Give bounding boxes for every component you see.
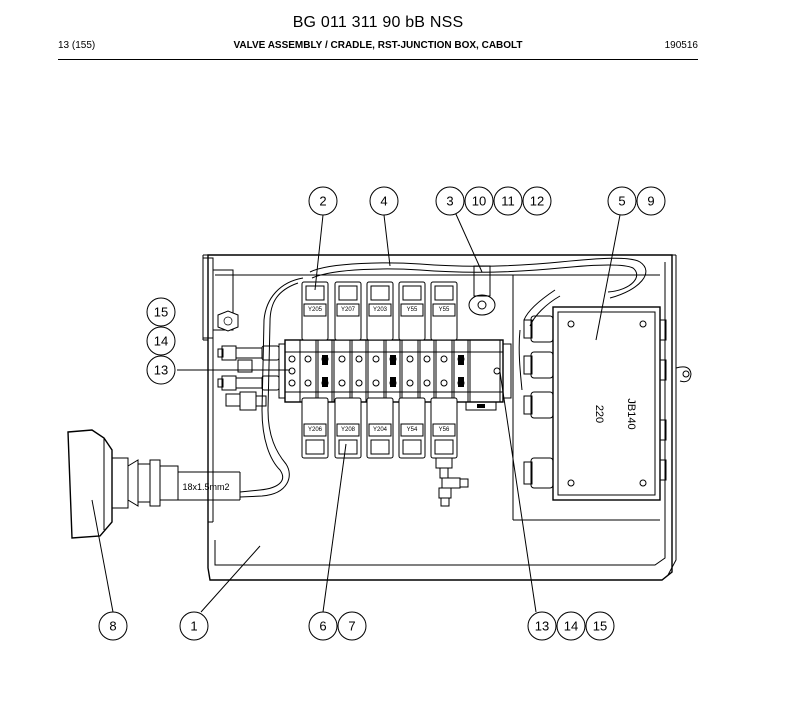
callout-12: 12 (522, 186, 552, 216)
valve-label: Y205 (308, 307, 323, 313)
hose-clamp (468, 265, 496, 316)
jb-label: JB140 (625, 398, 637, 429)
header-row: 13 (155) VALVE ASSEMBLY / CRADLE, RST-JU… (58, 40, 698, 56)
svg-text:7: 7 (348, 619, 355, 634)
callout-4: 4 (369, 186, 399, 216)
mounting-bolt (202, 257, 239, 339)
svg-text:10: 10 (472, 194, 486, 209)
jb-sub-label: 220 (593, 405, 605, 423)
leader-lines (91, 211, 621, 613)
solenoid-coils-top: Y205 Y207 Y203 Y55 Y55 (301, 281, 458, 341)
svg-text:8: 8 (109, 619, 116, 634)
document-code: 190516 (664, 40, 698, 51)
callout-14-bottom: 14 (556, 611, 586, 641)
svg-text:9: 9 (647, 194, 654, 209)
callout-14-left: 14 (146, 326, 176, 356)
callout-1: 1 (179, 611, 209, 641)
callout-2: 2 (308, 186, 338, 216)
junction-box: 220 JB140 (523, 306, 667, 501)
valve-label: Y207 (341, 307, 356, 313)
callout-6: 6 (308, 611, 338, 641)
svg-text:2: 2 (319, 194, 326, 209)
callout-10: 10 (464, 186, 494, 216)
callout-15-bottom: 15 (585, 611, 615, 641)
callout-11: 11 (493, 186, 523, 216)
svg-text:14: 14 (564, 619, 578, 634)
hook-bracket (675, 366, 692, 383)
svg-text:15: 15 (154, 305, 168, 320)
document-title: BG 011 311 90 bB NSS (292, 14, 464, 31)
callout-3: 3 (435, 186, 465, 216)
valve-label: Y55 (439, 307, 450, 313)
header-rule (58, 59, 698, 60)
callouts: 2 4 3 10 11 12 5 9 15 14 13 8 1 6 7 13 1… (98, 186, 666, 641)
tee-fitting (435, 457, 469, 507)
page-number: 13 (155) (58, 40, 96, 51)
callout-7: 7 (337, 611, 367, 641)
section-title: VALVE ASSEMBLY / CRADLE, RST-JUNCTION BO… (233, 40, 523, 51)
svg-text:15: 15 (593, 619, 607, 634)
svg-text:1: 1 (190, 619, 197, 634)
left-fittings (217, 345, 280, 411)
valve-label: Y55 (407, 307, 418, 313)
valve-label: Y208 (341, 427, 356, 433)
valve-label: Y206 (308, 427, 323, 433)
svg-text:4: 4 (380, 194, 387, 209)
cable-connector: 18x1.5mm2 (67, 429, 241, 539)
valve-label: Y56 (439, 427, 450, 433)
svg-text:14: 14 (154, 334, 168, 349)
svg-text:5: 5 (618, 194, 625, 209)
valve-label: Y203 (373, 307, 388, 313)
cable-spec-label: 18x1.5mm2 (182, 482, 229, 492)
callout-9: 9 (636, 186, 666, 216)
solenoid-coils-bottom: Y206 Y208 Y204 Y54 Y56 (301, 397, 458, 459)
callout-13-left: 13 (146, 355, 176, 385)
svg-text:3: 3 (446, 194, 453, 209)
valve-label: Y54 (407, 427, 418, 433)
svg-text:6: 6 (319, 619, 326, 634)
callout-5: 5 (607, 186, 637, 216)
hose-assembly (239, 257, 647, 498)
svg-text:12: 12 (530, 194, 544, 209)
callout-15-left: 15 (146, 297, 176, 327)
svg-text:13: 13 (154, 363, 168, 378)
callout-8: 8 (98, 611, 128, 641)
valve-label: Y204 (373, 427, 388, 433)
svg-text:11: 11 (501, 194, 515, 209)
svg-text:13: 13 (535, 619, 549, 634)
callout-13-bottom: 13 (527, 611, 557, 641)
